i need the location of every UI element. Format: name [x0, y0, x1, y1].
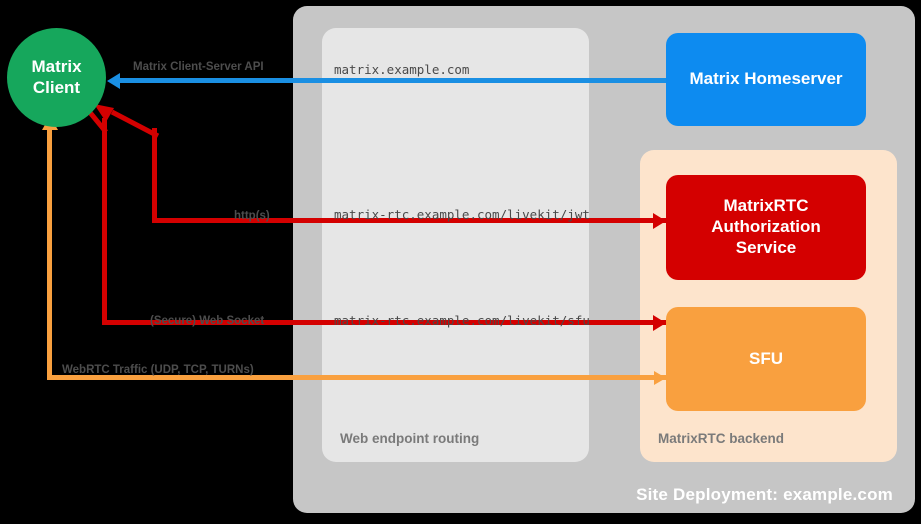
node-matrix-client[interactable]: Matrix Client — [7, 28, 106, 127]
node-matrix-client-line2: Client — [32, 77, 81, 97]
node-matrix-homeserver-label: Matrix Homeserver — [689, 69, 843, 89]
url-label-homeserver: matrix.example.com — [334, 62, 470, 77]
web-endpoint-routing-panel: Web endpoint routing — [322, 28, 589, 462]
node-matrixrtc-authorization-service-label: MatrixRTC Authorization Service — [711, 196, 821, 257]
url-label-sfu: matrix-rtc.example.com/livekit/sfu — [334, 313, 590, 328]
edge-client-server-api-arrowhead-left — [107, 72, 120, 89]
node-matrix-homeserver[interactable]: Matrix Homeserver — [666, 33, 866, 126]
node-sfu[interactable]: SFU — [666, 307, 866, 411]
edge-websocket-arrowhead-right — [653, 314, 666, 331]
edge-client-server-api-line — [120, 78, 666, 83]
edge-https-vertical — [152, 128, 157, 223]
edge-webrtc-horizontal — [47, 375, 666, 380]
edge-https-horizontal — [152, 218, 666, 223]
edge-websocket-horizontal — [102, 320, 666, 325]
edge-label-websocket: (Secure) Web Socket — [150, 315, 265, 327]
edge-webrtc-arrowhead-right — [654, 370, 666, 385]
node-sfu-label: SFU — [749, 348, 783, 368]
matrixrtc-backend-label: MatrixRTC backend — [658, 431, 785, 446]
edge-label-webrtc: WebRTC Traffic (UDP, TCP, TURNs) — [62, 364, 254, 376]
edge-https-arrowhead-client — [94, 104, 160, 138]
node-matrix-client-line1: Matrix — [31, 57, 82, 77]
edge-label-client-server-api: Matrix Client-Server API — [133, 61, 264, 73]
edge-https-arrowhead-right — [653, 212, 666, 229]
site-deployment-label: Site Deployment: example.com — [636, 485, 893, 504]
edge-websocket-vertical — [102, 118, 107, 325]
edge-webrtc-vertical — [47, 128, 52, 378]
web-endpoint-routing-label: Web endpoint routing — [340, 431, 480, 446]
node-matrixrtc-authorization-service[interactable]: MatrixRTC Authorization Service — [666, 175, 866, 280]
edge-label-https: http(s) — [234, 210, 270, 222]
url-label-jwt: matrix-rtc.example.com/livekit/jwt — [334, 207, 590, 222]
